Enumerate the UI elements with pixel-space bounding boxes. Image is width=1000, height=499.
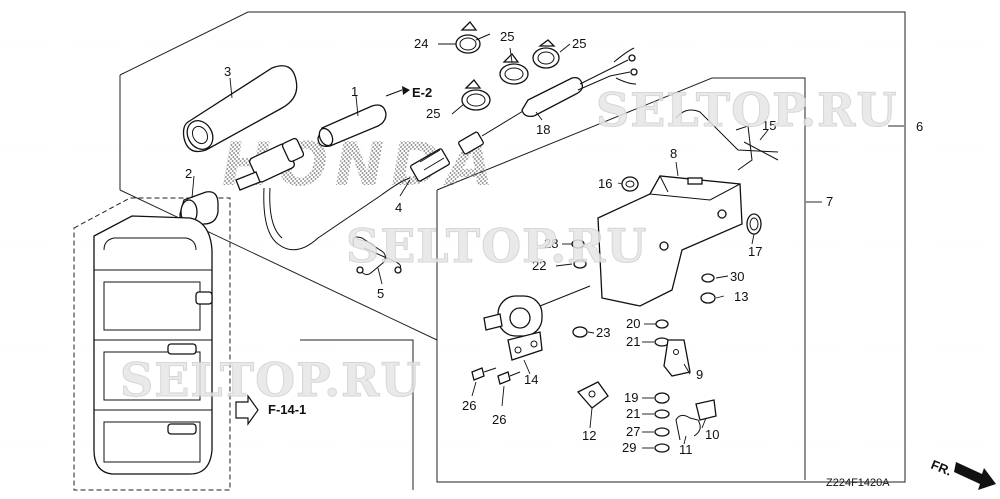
callout-11: 11 xyxy=(679,442,693,457)
part-26-screw-b xyxy=(497,371,521,385)
part-29-nut xyxy=(654,443,670,453)
reference-arrow-f141 xyxy=(235,394,259,426)
frame-tank xyxy=(73,197,231,491)
callout-21a: 21 xyxy=(626,334,640,349)
frame-upper xyxy=(119,11,906,483)
watermark-middle: SELTOP.RU xyxy=(346,219,648,273)
part-23-nut xyxy=(572,326,588,338)
callout-18: 18 xyxy=(536,122,550,137)
callout-26a: 26 xyxy=(462,398,476,413)
watermarks: SELTOP.RU SELTOP.RU SELTOP.RU xyxy=(120,83,898,408)
part-22-washer xyxy=(573,259,587,269)
part-3-tube xyxy=(182,65,298,153)
callout-28: 28 xyxy=(544,236,558,251)
callout-30: 30 xyxy=(730,269,744,284)
callouts: 1 2 3 4 5 6 7 8 9 10 11 12 13 14 15 16 1… xyxy=(185,29,923,457)
part-21-washer-b xyxy=(654,409,670,419)
part-25-clamp-b xyxy=(532,39,560,69)
part-9-link xyxy=(663,339,691,377)
part-24-clamp xyxy=(455,21,491,54)
part-20-washer xyxy=(655,319,669,329)
callout-21b: 21 xyxy=(626,406,640,421)
part-5-wire-clip xyxy=(352,236,402,276)
part-15-rod xyxy=(675,109,779,171)
callout-26b: 26 xyxy=(492,412,506,427)
fuel-tank xyxy=(93,215,213,475)
part-14-actuator xyxy=(483,285,591,361)
reference-arrow-e2 xyxy=(385,86,410,97)
callout-14: 14 xyxy=(524,372,538,387)
reference-e2-label: E-2 xyxy=(412,85,432,100)
part-8-bracket xyxy=(597,175,743,307)
callout-23: 23 xyxy=(596,325,610,340)
callout-12: 12 xyxy=(582,428,596,443)
part-4-valve-harness xyxy=(235,137,451,251)
leader-lines xyxy=(191,43,904,449)
callout-17: 17 xyxy=(748,244,762,259)
callout-10: 10 xyxy=(705,427,719,442)
callout-1: 1 xyxy=(351,84,358,99)
part-18-harness xyxy=(458,47,638,155)
callout-15: 15 xyxy=(762,118,776,133)
part-12-grommet xyxy=(576,381,609,409)
part-27-washer xyxy=(654,427,670,437)
front-direction-arrow xyxy=(954,462,996,490)
part-25-clamp-c xyxy=(461,79,491,111)
part-19-nut xyxy=(654,392,670,404)
frame-inner-assembly xyxy=(436,77,806,483)
watermark-top-right: SELTOP.RU xyxy=(596,83,898,137)
callout-2: 2 xyxy=(185,166,192,181)
callout-7: 7 xyxy=(826,194,833,209)
part-25-clamp-a xyxy=(499,53,529,85)
diagram-code: Z224F1420A xyxy=(826,477,890,489)
callout-25a: 25 xyxy=(500,29,514,44)
part-16-grommet xyxy=(621,176,639,192)
callout-4: 4 xyxy=(395,200,402,215)
callout-6: 6 xyxy=(916,119,923,134)
part-11-spring xyxy=(675,414,701,441)
part-26-screw-a xyxy=(471,367,497,381)
reference-f141-label: F-14-1 xyxy=(268,402,306,417)
callout-3: 3 xyxy=(224,64,231,79)
watermark-bottom-left: SELTOP.RU xyxy=(120,353,422,407)
part-10-holder xyxy=(695,399,717,421)
part-1-tube xyxy=(317,104,387,147)
callout-25b: 25 xyxy=(572,36,586,51)
front-direction-label: FR. xyxy=(929,457,954,479)
callout-20: 20 xyxy=(626,316,640,331)
callout-24: 24 xyxy=(414,36,428,51)
callout-27: 27 xyxy=(626,424,640,439)
callout-8: 8 xyxy=(670,146,677,161)
frame-left-bottom xyxy=(300,339,414,490)
callout-19: 19 xyxy=(624,390,638,405)
part-17-grommet xyxy=(746,213,762,235)
callout-9: 9 xyxy=(696,367,703,382)
callout-29: 29 xyxy=(622,440,636,455)
callout-5: 5 xyxy=(377,286,384,301)
callout-13: 13 xyxy=(734,289,748,304)
callout-25c: 25 xyxy=(426,106,440,121)
callout-22: 22 xyxy=(532,258,546,273)
part-13-nut xyxy=(700,292,716,304)
callout-16: 16 xyxy=(598,176,612,191)
frame-lower-link xyxy=(119,189,438,341)
part-30-washer xyxy=(701,273,715,283)
